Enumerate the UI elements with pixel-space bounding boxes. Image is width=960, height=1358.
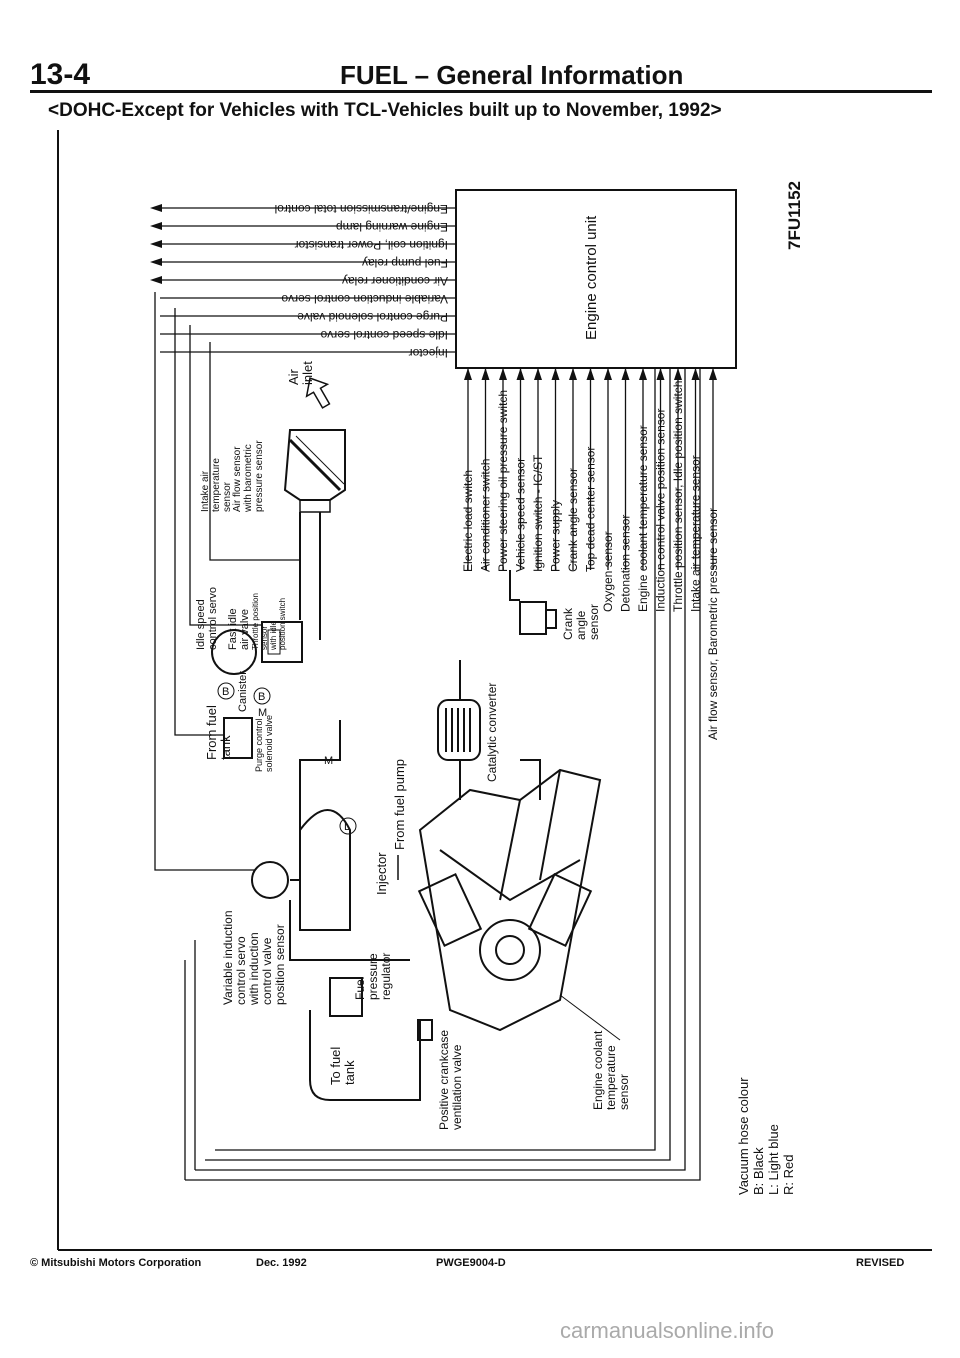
input-label: Air flow sensor, Barometric pressure sen… [706, 508, 720, 740]
watermark: carmanualsonline.info [560, 1318, 775, 1343]
input-label: Detonation sensor [619, 515, 633, 612]
output-signals: Engine/transmission total controlEngine … [150, 202, 456, 360]
air-inlet-label: Airinlet [286, 361, 315, 385]
pcv-valve [417, 1019, 433, 1041]
input-label: Power supply [549, 500, 563, 572]
input-label: Intake air temperature sensor [689, 455, 703, 612]
purge-control-valve [223, 717, 253, 759]
fuel-pressure-regulator [329, 977, 363, 1017]
output-label: Purge control solenoid valve [297, 310, 448, 324]
output-arrow [150, 276, 162, 284]
input-label: Top dead center sensor [584, 447, 598, 572]
pcv-valve-label: Positive crankcaseventilation valve [437, 1030, 464, 1130]
canister [211, 629, 257, 675]
svg-text:L: L [344, 821, 350, 833]
input-arrow [516, 368, 525, 380]
input-label: Induction control valve position sensor [654, 409, 668, 612]
input-arrow [534, 368, 542, 380]
output-label: Fuel pump relay [362, 256, 448, 270]
canister-label: Canister [237, 671, 249, 712]
ecu-box [455, 189, 737, 369]
output-label: Engine/transmission total control [275, 202, 448, 216]
svg-text:B: B [258, 691, 265, 703]
input-arrow [709, 368, 717, 380]
output-label: Ignition coil, Power transistor [295, 238, 448, 252]
footer-doc-code: PWGE9004-D [436, 1257, 506, 1269]
output-arrow [150, 204, 162, 212]
air-flow-sensor-assembly [283, 377, 346, 513]
ecu-label: Engine control unit [583, 215, 600, 340]
input-arrow [639, 368, 647, 380]
crank-angle-sensor [509, 570, 557, 635]
page-subtitle: <DOHC-Except for Vehicles with TCL-Vehic… [48, 100, 722, 121]
footer-status: REVISED [856, 1257, 905, 1269]
air-flow-sensor-label: Air flow sensorwith barometricpressure s… [232, 440, 265, 513]
input-arrow [481, 368, 490, 380]
injector-label: Injector [374, 852, 389, 895]
input-label: Vehicle speed sensor [514, 458, 528, 572]
page-title: FUEL – General Information [340, 60, 684, 90]
input-arrow [464, 368, 472, 380]
hose-colour-legend: Vacuum hose colourB: BlackL: Light blueR… [736, 1077, 796, 1195]
input-arrow [656, 368, 665, 380]
output-label: Idle speed control servo [320, 328, 448, 342]
input-arrow [604, 368, 612, 380]
input-signals: Electric load switch Air conditioner swit… [461, 368, 720, 740]
purge-valve-label: Purge controlsolenoid valve [254, 715, 274, 772]
output-arrow [150, 222, 162, 230]
input-arrow [551, 368, 560, 380]
output-label: Engine warning lamp [336, 220, 448, 234]
input-arrow [691, 368, 700, 380]
footer-copyright: © Mitsubishi Motors Corporation [30, 1257, 202, 1269]
section-number: 13-4 [30, 58, 91, 91]
coolant-sensor-label: Engine coolanttemperaturesensor [591, 1030, 631, 1110]
intake-air-sensor-label: Intake airtemperaturesensor [200, 458, 233, 512]
input-label: Power steering oil pressure switch [496, 390, 510, 572]
input-label: Ignition switch - IG/ST [531, 454, 545, 572]
engine-block [417, 768, 602, 1032]
input-arrow [586, 368, 595, 380]
svg-text:B: B [222, 686, 229, 698]
output-label: Injector [409, 346, 448, 360]
throttle-sensor-label: Throttle positionsensorwith idleposition… [251, 593, 287, 651]
output-arrow [150, 258, 162, 266]
header-rule [30, 90, 932, 93]
input-label: Throttle position sensor, Idle position … [671, 381, 685, 612]
crank-angle-label: Crankanglesensor [561, 604, 601, 640]
catalytic-converter [437, 660, 541, 800]
output-label: Air conditioner relay [342, 274, 448, 288]
input-arrow [674, 368, 682, 380]
wiring-harness [154, 292, 701, 1181]
input-arrow [499, 368, 507, 380]
throttle-body [261, 512, 321, 663]
input-label: Electric load switch [461, 470, 475, 572]
input-label: Oxygen sensor [601, 531, 615, 612]
input-arrow [621, 368, 630, 380]
input-label: Crank angle sensor [566, 468, 580, 572]
variable-induction-servo [251, 861, 289, 899]
svg-text:M: M [258, 707, 267, 719]
from-fuel-tank-label: From fueltank [204, 705, 233, 760]
input-label: Air conditioner switch [479, 459, 493, 572]
footer-date: Dec. 1992 [256, 1257, 307, 1269]
fast-idle-label: Fast idleair valve [227, 608, 251, 650]
input-label: Engine coolant temperature sensor [636, 425, 650, 612]
input-arrow [569, 368, 577, 380]
figure-code: 7FU1152 [785, 181, 804, 250]
catalytic-converter-label: Catalytic converter [485, 683, 499, 782]
output-label: Variable induction control servo [281, 292, 448, 306]
from-fuel-pump-label: From fuel pump [392, 759, 407, 850]
output-arrow [150, 240, 162, 248]
to-fuel-tank-label: To fueltank [328, 1047, 357, 1085]
fuel-regulator-label: Fuelpressureregulator [353, 953, 393, 1000]
variable-induction-label: Variable inductioncontrol servowith indu… [221, 910, 287, 1006]
